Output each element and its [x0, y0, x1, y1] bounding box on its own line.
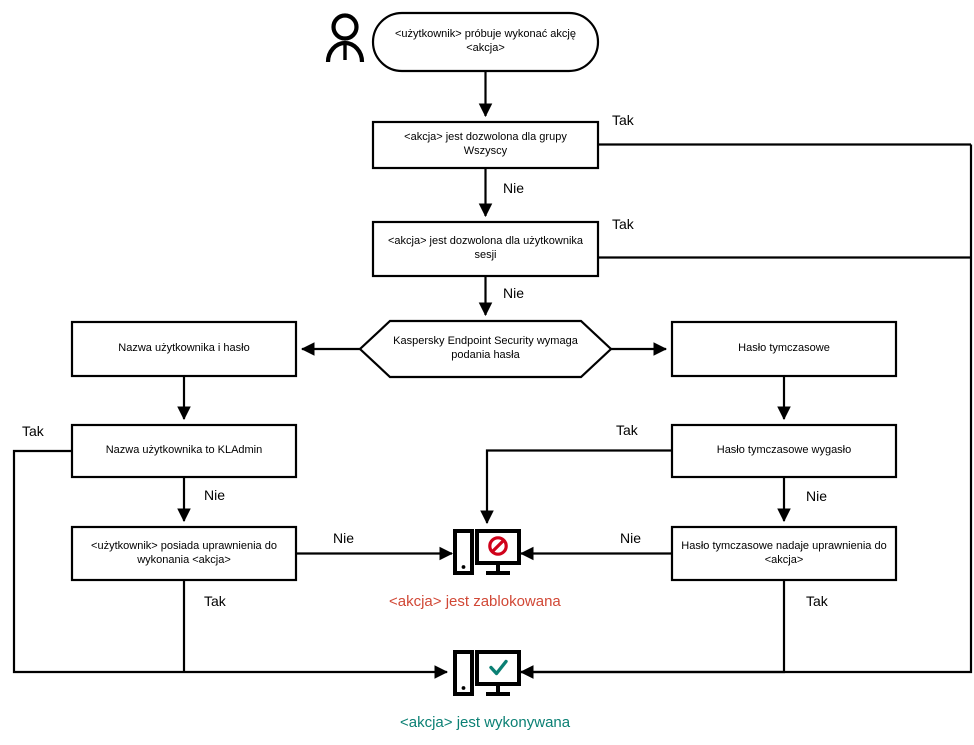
edge-label-everyone-no: Nie [503, 180, 525, 196]
edge-label-grants-no: Nie [620, 530, 642, 546]
node-user-has-permissions[interactable] [72, 527, 296, 580]
edge-label-session-yes: Tak [612, 216, 634, 232]
node-blocked-terminal[interactable] [452, 528, 522, 578]
edge-label-expired-yes: Tak [616, 422, 638, 438]
edge-label-everyone-yes: Tak [612, 112, 634, 128]
computer-allowed-icon [453, 650, 521, 696]
edge-label-session-no: Nie [503, 285, 525, 301]
node-temporary-password-grants[interactable] [672, 527, 896, 580]
node-temporary-password-expired[interactable] [672, 425, 896, 477]
edge-label-expired-no: Nie [806, 488, 828, 504]
node-temporary-password[interactable] [672, 322, 896, 376]
node-start[interactable] [373, 13, 598, 71]
edge-expired-yes [480, 449, 672, 525]
allowed-terminal-label: <akcja> jest wykonywana [400, 714, 571, 731]
edge-label-kladmin-no: Nie [204, 487, 226, 503]
node-username-is-kladmin[interactable] [72, 425, 296, 477]
blocked-terminal-label: <akcja> jest zablokowana [389, 593, 561, 610]
node-allowed-for-session-user[interactable] [373, 222, 598, 276]
computer-blocked-icon [453, 529, 521, 575]
edge-kladmin-yes [12, 449, 449, 679]
node-allowed-terminal[interactable] [452, 649, 522, 699]
edge-label-permissions-yes: Tak [204, 593, 226, 609]
edge-right-rail-to-allowed [519, 144, 973, 679]
edge-label-grants-yes: Tak [806, 593, 828, 609]
node-allowed-for-everyone[interactable] [373, 122, 598, 168]
edge-label-permissions-no: Nie [333, 530, 355, 546]
person-icon [325, 13, 365, 63]
edge-label-kladmin-yes: Tak [22, 423, 44, 439]
node-kes-requires-password[interactable] [360, 321, 611, 377]
node-username-and-password[interactable] [72, 322, 296, 376]
